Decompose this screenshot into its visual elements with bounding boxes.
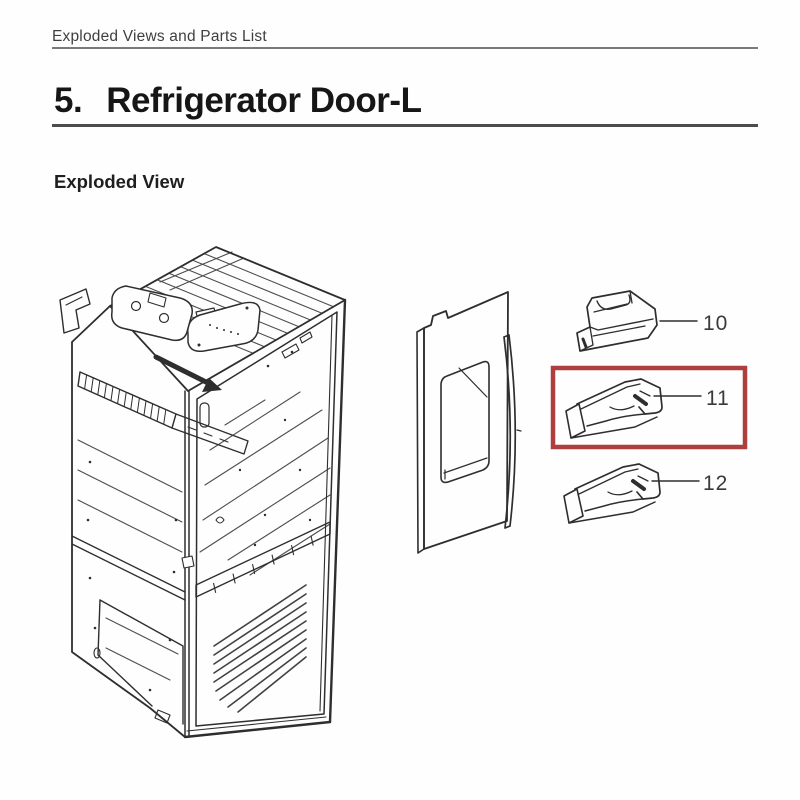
- part-label-10: 10: [703, 312, 728, 335]
- diagram-linework: [59, 246, 702, 739]
- top-bracket-plate: [187, 301, 261, 353]
- freezer-floor-hatch: [213, 584, 307, 713]
- side-panel-hatch: [77, 439, 183, 681]
- part-10-drawing: [576, 290, 658, 352]
- title-rule: [52, 124, 758, 127]
- part-label-11: 11: [706, 387, 730, 410]
- refrigerator-cabinet-drawing: [59, 246, 347, 739]
- leader-lines: [651, 320, 702, 482]
- section-title-text: Refrigerator Door-L: [106, 81, 422, 120]
- part-label-12: 12: [703, 472, 728, 495]
- part-labels: 10 11 12: [703, 312, 730, 495]
- page-title: 5. Refrigerator Door-L: [54, 81, 422, 121]
- side-panel-dots: [86, 460, 178, 692]
- page-header-breadcrumb: Exploded Views and Parts List: [52, 28, 267, 45]
- exploded-view-heading: Exploded View: [54, 171, 185, 192]
- header-rule: [52, 47, 758, 49]
- section-number: 5.: [54, 81, 83, 120]
- refrigerator-door-drawing: [416, 291, 522, 554]
- highlight-box-part-11: [550, 365, 748, 450]
- direction-arrow: [153, 354, 222, 392]
- dispenser-recess: [440, 360, 490, 484]
- divider-rail: [195, 521, 331, 598]
- part-11-drawing: [565, 378, 663, 439]
- interior-rivet-dots: [238, 418, 312, 547]
- door-handle: [503, 334, 522, 529]
- part-12-drawing: [562, 462, 662, 525]
- top-hinge-assembly: [59, 285, 193, 342]
- wire-harness: [77, 371, 249, 455]
- interior-wall-hatch: [199, 391, 331, 576]
